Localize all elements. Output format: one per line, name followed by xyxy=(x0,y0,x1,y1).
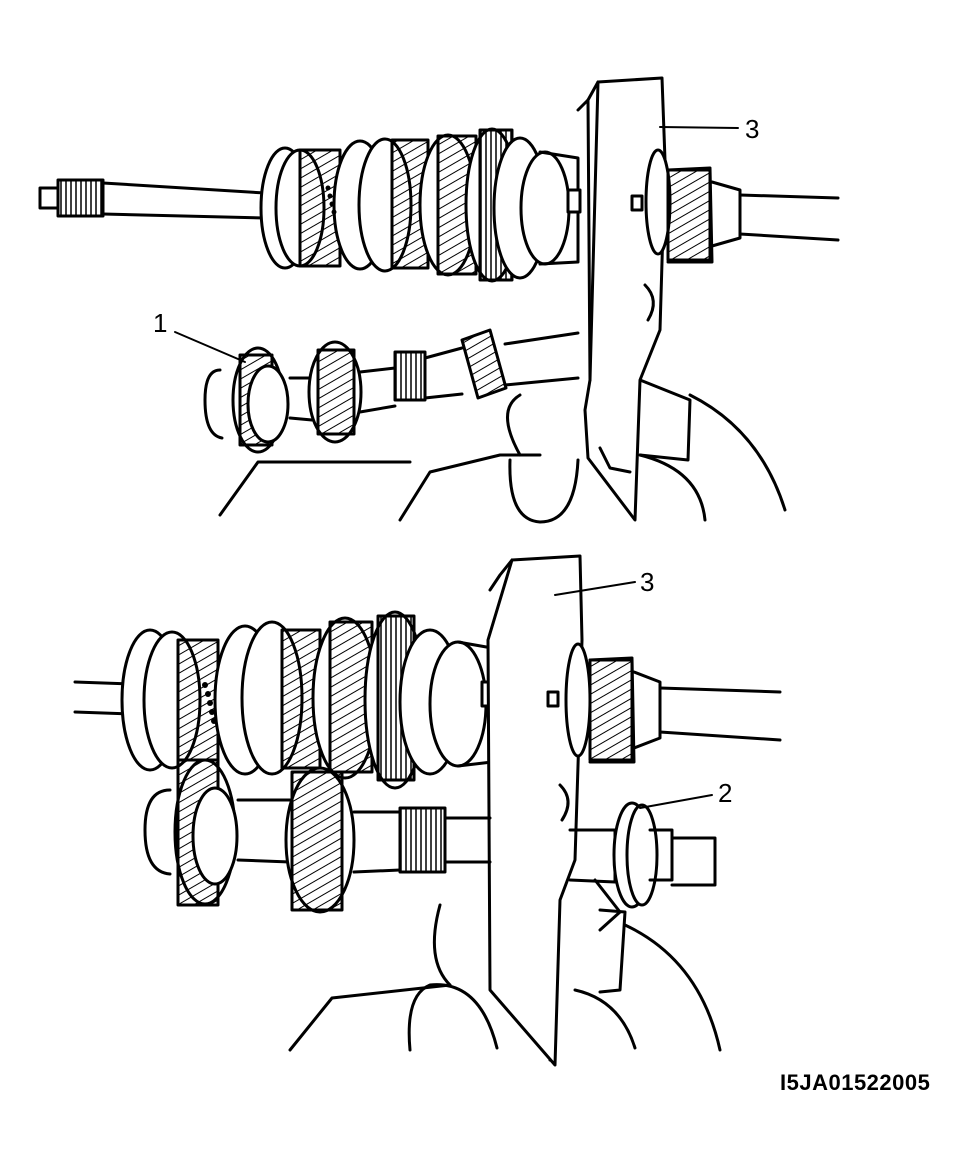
callout-3-top: 3 xyxy=(745,114,760,144)
bottom-intermediate-plate xyxy=(488,556,590,1065)
figure-id: I5JA01522005 xyxy=(780,1070,931,1095)
top-output-shaft xyxy=(668,168,838,262)
top-case-housing xyxy=(220,380,785,522)
leader-line-3-top xyxy=(660,127,738,128)
top-view xyxy=(40,78,838,522)
leader-line-1 xyxy=(175,332,245,362)
bottom-countershaft xyxy=(145,760,490,912)
top-main-gear-stack xyxy=(261,129,580,281)
leader-line-3-bottom xyxy=(555,582,635,595)
bottom-bearing xyxy=(570,803,715,930)
bottom-main-gear-stack xyxy=(122,612,494,788)
bottom-output-shaft xyxy=(590,658,780,762)
callout-3-bottom: 3 xyxy=(640,567,655,597)
top-intermediate-plate xyxy=(578,78,670,520)
leader-line-2 xyxy=(640,795,712,808)
callout-1-top: 1 xyxy=(153,308,168,338)
top-countershaft xyxy=(205,330,578,452)
top-main-shaft xyxy=(40,180,265,218)
callout-2-bottom: 2 xyxy=(718,778,733,808)
leader-lines xyxy=(175,127,738,808)
bottom-main-shaft xyxy=(75,682,130,714)
bottom-view xyxy=(75,556,780,1065)
